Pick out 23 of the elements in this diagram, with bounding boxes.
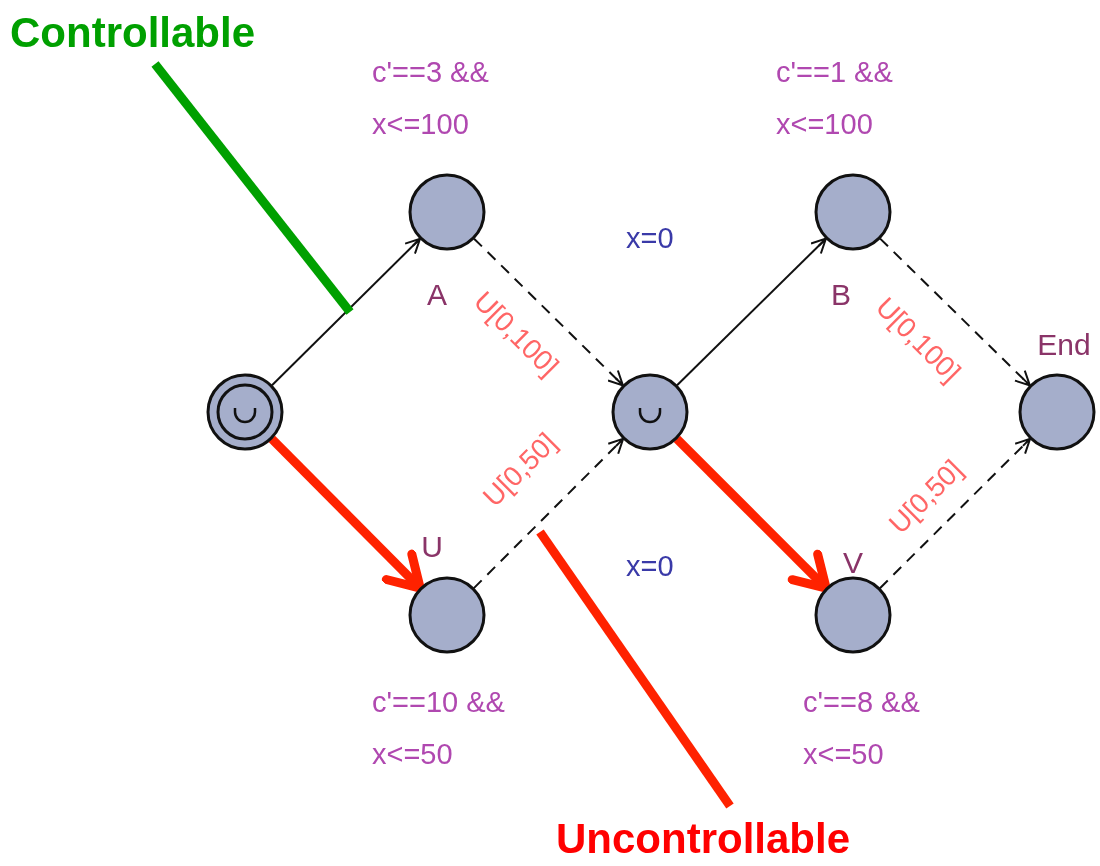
leader-line [151, 61, 354, 315]
state-name: End [1036, 327, 1092, 363]
annotation-label: Controllable [10, 6, 310, 60]
state-name: B [830, 277, 852, 313]
assignment-label: x=0 [626, 224, 674, 253]
transition-arrow [673, 435, 831, 593]
invariant-text: c'==10 && x<=50 [372, 685, 506, 772]
state-name: U [420, 529, 444, 565]
assignment-label: x=0 [626, 552, 674, 581]
invariant-text: c'==1 && x<=100 [776, 55, 894, 142]
dashed-transition-arrow [472, 437, 625, 590]
leader-line [536, 529, 734, 809]
invariant-text: c'==8 && x<=50 [803, 685, 921, 772]
dashed-transition-arrow [879, 237, 1031, 387]
dashed-transition-arrow [878, 437, 1032, 590]
invariant-text: c'==3 && x<=100 [372, 55, 490, 142]
state-name: A [426, 277, 448, 313]
transition-arrow [676, 237, 827, 387]
dashed-transition-arrow [473, 237, 624, 387]
annotation-label: Uncontrollable [556, 812, 906, 866]
transition-arrow [268, 435, 425, 593]
transition-arrow [271, 237, 421, 387]
state-name: V [842, 545, 864, 581]
